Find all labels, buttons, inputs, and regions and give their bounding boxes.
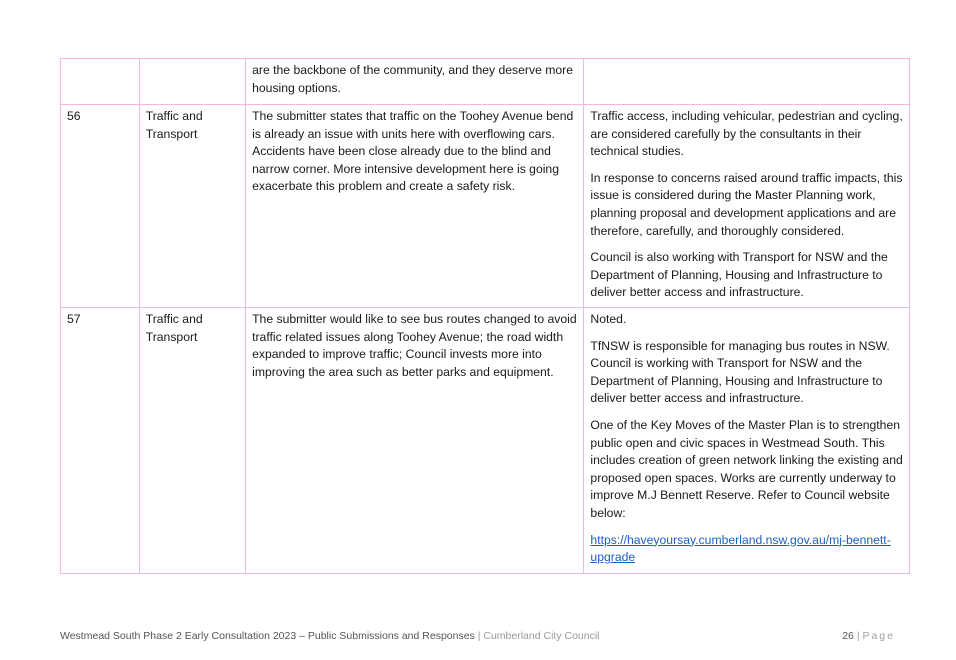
row-number-cell	[60, 58, 140, 105]
response-paragraph: https://haveyoursay.cumberland.nsw.gov.a…	[590, 532, 903, 567]
page-footer: Westmead South Phase 2 Early Consultatio…	[60, 630, 895, 642]
response-cell	[583, 58, 910, 105]
table-row: 57 Traffic and Transport The submitter w…	[60, 307, 910, 574]
page-number: 26	[842, 630, 854, 642]
topic-cell: Traffic and Transport	[138, 307, 247, 574]
row-number-cell: 56	[60, 104, 140, 308]
topic-cell: Traffic and Transport	[138, 104, 247, 308]
table-row: 56 Traffic and Transport The submitter s…	[60, 104, 910, 308]
footer-right: 26 | Page	[842, 630, 895, 642]
submission-cell: are the backbone of the community, and t…	[245, 58, 585, 105]
response-cell: Noted. TfNSW is responsible for managing…	[583, 307, 910, 574]
submissions-table: are the backbone of the community, and t…	[60, 58, 910, 574]
footer-left: Westmead South Phase 2 Early Consultatio…	[60, 630, 600, 642]
table-row: are the backbone of the community, and t…	[60, 58, 910, 105]
page-word: Page	[862, 630, 895, 642]
topic-cell	[138, 58, 247, 105]
submission-cell: The submitter would like to see bus rout…	[245, 307, 585, 574]
footer-separator: |	[477, 630, 481, 642]
response-paragraph: Traffic access, including vehicular, ped…	[590, 109, 903, 159]
council-website-link[interactable]: https://haveyoursay.cumberland.nsw.gov.a…	[590, 532, 891, 565]
page-separator: |	[856, 630, 860, 642]
response-paragraph: Noted.	[590, 312, 627, 326]
response-paragraph: One of the Key Moves of the Master Plan …	[590, 417, 903, 520]
response-paragraph: Council is also working with Transport f…	[590, 250, 888, 300]
response-paragraph: In response to concerns raised around tr…	[590, 170, 903, 238]
row-number-cell: 57	[60, 307, 140, 574]
submission-cell: The submitter states that traffic on the…	[245, 104, 585, 308]
document-title: Westmead South Phase 2 Early Consultatio…	[60, 630, 475, 642]
organisation-name: Cumberland City Council	[483, 630, 600, 642]
response-cell: Traffic access, including vehicular, ped…	[583, 104, 910, 308]
response-paragraph: TfNSW is responsible for managing bus ro…	[590, 338, 890, 406]
